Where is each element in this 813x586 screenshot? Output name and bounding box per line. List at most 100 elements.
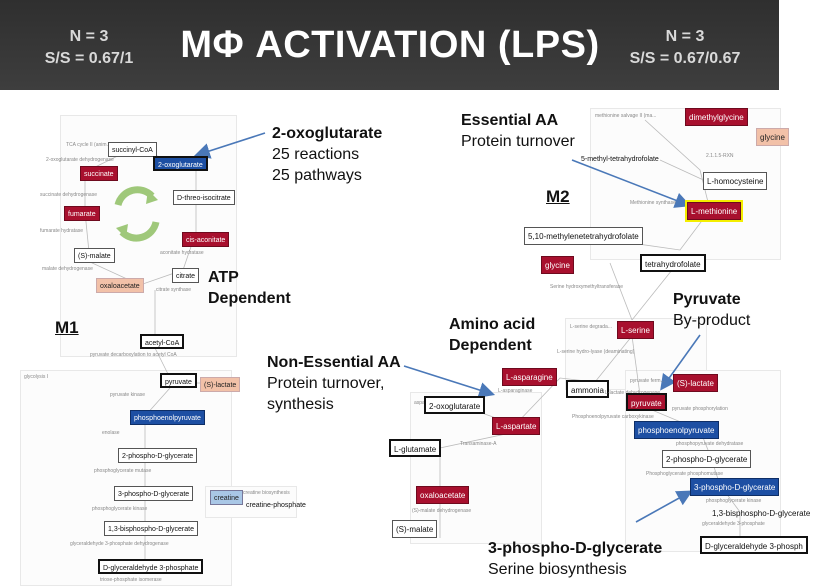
- m2-l-glutamate: L-glutamate: [389, 439, 442, 457]
- creatine-panel-label: creatine biosynthesis: [243, 490, 290, 496]
- m1-label-succinate-dh: succinate dehydrogenase: [40, 192, 97, 198]
- annotation-pyruvate-title: Pyruvate: [673, 291, 741, 308]
- annotation-phosphoglycerate-line1: Serine biosynthesis: [488, 561, 627, 578]
- m1-fumarate: fumarate: [64, 206, 100, 221]
- annotation-phosphoglycerate: 3-phospho-D-glycerate Serine biosynthesi…: [488, 538, 662, 580]
- arrow-to-methionine: [571, 159, 691, 208]
- annotation-pyruvate-line1: By-product: [673, 312, 751, 329]
- right-n: N = 3: [665, 28, 705, 45]
- m1-creatine-phosphate: creatine-phosphate: [246, 502, 306, 509]
- annotation-amino-acid-line1: Amino acid: [449, 316, 536, 333]
- left-ss: S/S = 0.67/1: [44, 50, 134, 67]
- right-stats: N = 3 S/S = 0.67/0.67: [620, 26, 750, 70]
- m2-l-homocysteine: L-homocysteine: [703, 172, 768, 190]
- m1-acetyl-coa: acetyl-CoA: [140, 334, 185, 349]
- m1-cis-aconitate: cis-aconitate: [182, 232, 230, 247]
- annotation-arrows: [193, 132, 701, 523]
- m2-2-oxoglutarate: 2-oxoglutarate: [424, 396, 486, 414]
- left-n: N = 3: [69, 28, 109, 45]
- annotation-oxoglutarate-title: 2-oxoglutarate: [272, 125, 383, 142]
- m2-label-pyruvate-phos: pyruvate phosphorylation: [672, 406, 728, 412]
- arrow-to-pyruvate: [660, 334, 701, 391]
- pyruvate-ferm-panel-label: pyruvate ferm...: [630, 378, 665, 384]
- annotation-phosphoglycerate-title: 3-phospho-D-glycerate: [488, 540, 663, 557]
- m2-pyruvate: pyruvate: [626, 393, 667, 411]
- m2-l-asparagine: L-asparagine: [502, 368, 557, 386]
- m2-label-pep-ck: Phosphoenolpyruvate carboxykinase: [572, 414, 654, 420]
- m1-2-oxoglutarate: 2-oxoglutarate: [153, 156, 208, 171]
- m2-label-transaminase: Transaminase-A: [460, 441, 497, 447]
- m2-label-pg-kinase: phosphoglycerate kinase: [706, 498, 762, 504]
- m2-label-pep-dehyd: phosphopyruvate dehydratase: [676, 441, 744, 447]
- m1-s-lactate: (S)-lactate: [200, 377, 241, 392]
- m1-s-malate: (S)-malate: [74, 248, 115, 263]
- annotation-oxoglutarate-line1: 25 reactions: [272, 146, 360, 163]
- m1-oxaloacetate: oxaloacetate: [96, 278, 144, 293]
- m2-label-serine-deam: L-serine hydro-lyase (deaminating): [557, 349, 635, 355]
- m2-label-met-synthase: Methionine synthase: [630, 200, 676, 206]
- m2-d-glyceraldehyde-3-phosph: D-glyceraldehyde 3-phosph: [700, 536, 808, 554]
- m1-label-enolase: enolase: [102, 430, 120, 436]
- m2-label-malate-dh: (S)-malate dehydrogenase: [412, 508, 472, 514]
- annotation-atp-line1: ATP: [208, 269, 239, 286]
- m1-label-pyruvate-kinase: pyruvate kinase: [110, 392, 146, 398]
- module-label-m2: M2: [546, 187, 570, 206]
- m2-l-aspartate: L-aspartate: [492, 417, 541, 435]
- m1-label-pg-mutase: phosphoglycerate mutase: [94, 468, 152, 474]
- annotation-amino-acid: Amino acid Dependent: [449, 314, 535, 356]
- m1-label-triose: triose-phosphate isomerase: [100, 577, 162, 583]
- m2-phosphoenolpyruvate: phosphoenolpyruvate: [634, 421, 719, 439]
- cycle-icon: [114, 186, 160, 242]
- m2-1-3-bisphospho-d-glycerate: 1,3-bisphospho-D-glycerate: [712, 509, 811, 518]
- annotation-atp: ATP Dependent: [208, 267, 291, 309]
- m2-glycine: glycine: [541, 256, 574, 274]
- arrow-to-phosphoglycerate: [635, 490, 693, 523]
- m1-label-pyruvate-decarb: pyruvate decarboxylation to acetyl CoA: [90, 352, 177, 358]
- annotation-pyruvate: Pyruvate By-product: [673, 289, 750, 331]
- right-ss: S/S = 0.67/0.67: [629, 50, 741, 67]
- m2-5-methyl-thf: 5-methyl-tetrahydrofolate: [581, 156, 659, 163]
- m1-succinate: succinate: [80, 166, 118, 181]
- m2-label-bhmt: 2.1.1.5-RXN: [706, 153, 734, 159]
- m2-label-shmt: Serine hydroxymethyltransferase: [550, 284, 624, 290]
- m1-label-malate-dh: malate dehydrogenase: [42, 266, 93, 272]
- annotation-nonessential-line1: Protein turnover,: [267, 375, 385, 392]
- m2-s-lactate: (S)-lactate: [673, 374, 718, 392]
- m2-5-10-methylene-thf: 5,10-methylenetetrahydrofolate: [524, 227, 643, 245]
- m1-1-3-bisphospho-d-glycerate: 1,3-bisphospho-D-glycerate: [104, 521, 198, 536]
- annotation-amino-acid-line2: Dependent: [449, 337, 532, 354]
- title-bar: N = 3 S/S = 0.67/1 MΦ ACTIVATION (LPS) N…: [0, 0, 779, 90]
- m2-l-serine: L-serine: [617, 321, 654, 339]
- m1-label-fumarate-hydratase: fumarate hydratase: [40, 228, 84, 234]
- m1-d-threo-isocitrate: D-threo-isocitrate: [173, 190, 235, 205]
- m1-phosphoenolpyruvate: phosphoenolpyruvate: [130, 410, 205, 425]
- annotation-oxoglutarate: 2-oxoglutarate 25 reactions 25 pathways: [272, 123, 382, 186]
- annotation-oxoglutarate-line2: 25 pathways: [272, 167, 362, 184]
- left-stats: N = 3 S/S = 0.67/1: [34, 26, 144, 70]
- serine-deg-panel-label: L-serine degrada...: [570, 324, 612, 330]
- m1-label-citrate-synthase: citrate synthase: [156, 287, 192, 293]
- annotation-essential-line1: Protein turnover: [461, 133, 575, 150]
- m1-d-glyceraldehyde-3-phosphate: D-glyceraldehyde 3-phosphate: [98, 559, 204, 574]
- m1-citrate: citrate: [172, 268, 200, 283]
- tca-panel-label: TCA cycle II (anim...: [66, 142, 111, 148]
- annotation-atp-line2: Dependent: [208, 290, 291, 307]
- m2-label-pg-mutase: Phosphoglycerate phosphomutase: [646, 471, 723, 477]
- m2-glycine-top: glycine: [756, 128, 789, 146]
- module-label-m1: M1: [55, 318, 79, 337]
- arrow-to-oxoglutarate: [193, 132, 266, 159]
- m1-creatine: creatine: [210, 490, 243, 505]
- m1-label-aconitate: aconitate hydratase: [160, 250, 204, 256]
- annotation-essential-title: Essential AA: [461, 112, 559, 129]
- m2-2-phospho-d-glycerate: 2-phospho-D-glycerate: [662, 450, 752, 468]
- m2-3-phospho-d-glycerate: 3-phospho-D-glycerate: [690, 478, 780, 496]
- m2-label-asparaginase: L-asparaginase: [498, 388, 533, 394]
- m1-3-phospho-d-glycerate: 3-phospho-D-glycerate: [114, 486, 194, 501]
- m1-pyruvate: pyruvate: [160, 373, 197, 388]
- m1-label-oxoglutarate-dh: 2-oxoglutarate dehydrogenase: [46, 157, 114, 163]
- slide-title: MΦ ACTIVATION (LPS): [180, 24, 600, 66]
- annotation-essential-aa: Essential AA Protein turnover: [461, 110, 575, 152]
- arrow-to-aspartate: [403, 365, 496, 398]
- m1-label-g3p-dh: glyceraldehyde 3-phosphate dehydrogenase: [70, 541, 169, 547]
- m2-s-malate: (S)-malate: [392, 520, 438, 538]
